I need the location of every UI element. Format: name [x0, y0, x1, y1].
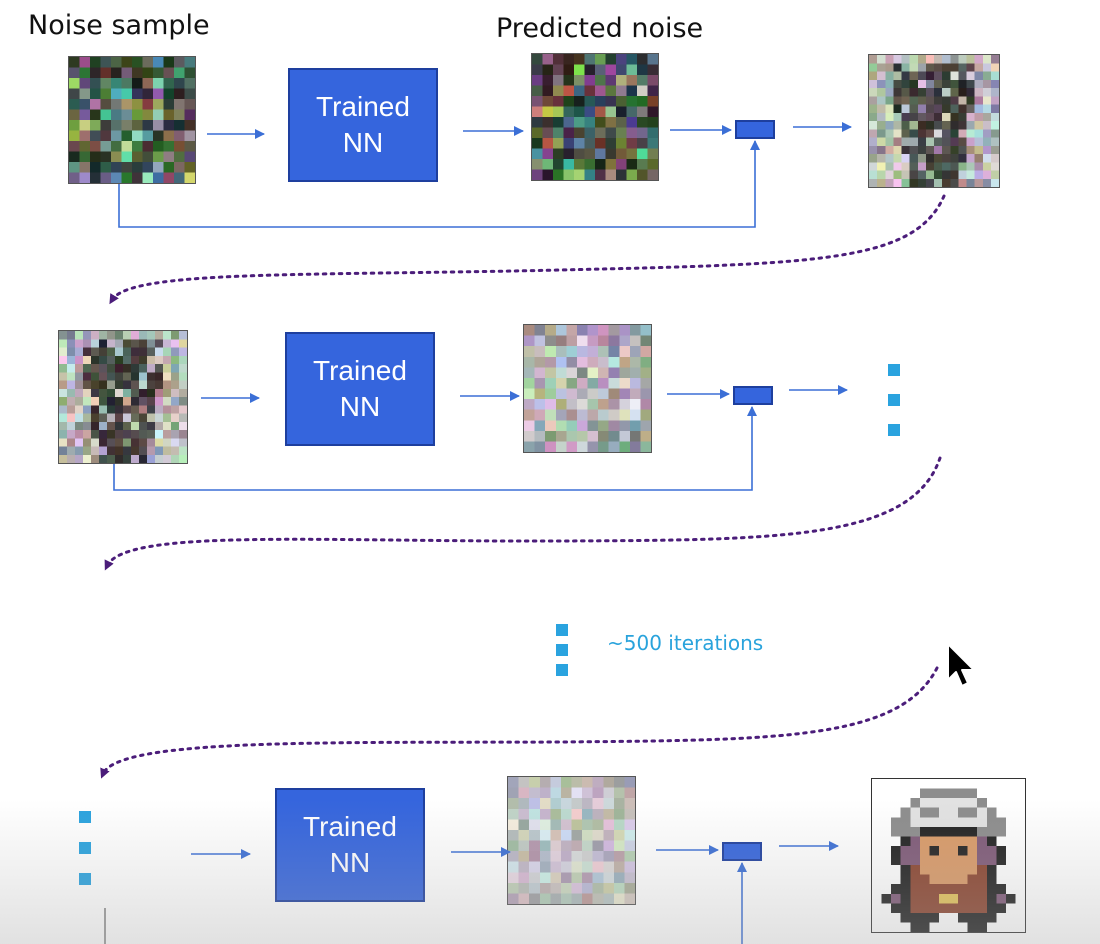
trained-nn-label: Trained NN: [313, 355, 407, 422]
subtract-operation: [733, 386, 773, 405]
mouse-cursor-icon: [947, 643, 975, 687]
trained-nn-block: Trained NN: [275, 788, 425, 902]
noise-sample-image: [68, 56, 196, 184]
predicted-noise-label: Predicted noise: [496, 13, 704, 44]
noisy-input-image-step-2: [58, 330, 188, 464]
denoised-image-step-1: [868, 54, 1000, 188]
noise-sample-label: Noise sample: [28, 10, 210, 41]
ellipsis-icon: [888, 364, 900, 436]
dotted-connector-arrow: [104, 456, 942, 571]
iterations-label: ~500 iterations: [607, 631, 764, 655]
trained-nn-label: Trained NN: [303, 811, 397, 878]
predicted-noise-image: [507, 776, 636, 905]
subtract-operation: [722, 842, 762, 861]
ellipsis-icon: [79, 811, 91, 885]
predicted-noise-image: [531, 53, 659, 181]
trained-nn-block: Trained NN: [288, 68, 438, 182]
final-generated-sprite-image: [871, 778, 1026, 933]
trained-nn-block: Trained NN: [285, 332, 435, 446]
dotted-connector-arrow: [100, 666, 939, 779]
predicted-noise-image: [523, 324, 652, 453]
skip-connection-arrow: [113, 406, 757, 491]
trained-nn-label: Trained NN: [316, 91, 410, 158]
skip-connection-arrow: [118, 140, 760, 228]
subtract-operation: [735, 120, 775, 139]
ellipsis-icon: [556, 624, 568, 676]
dotted-connector-arrow: [109, 194, 946, 305]
